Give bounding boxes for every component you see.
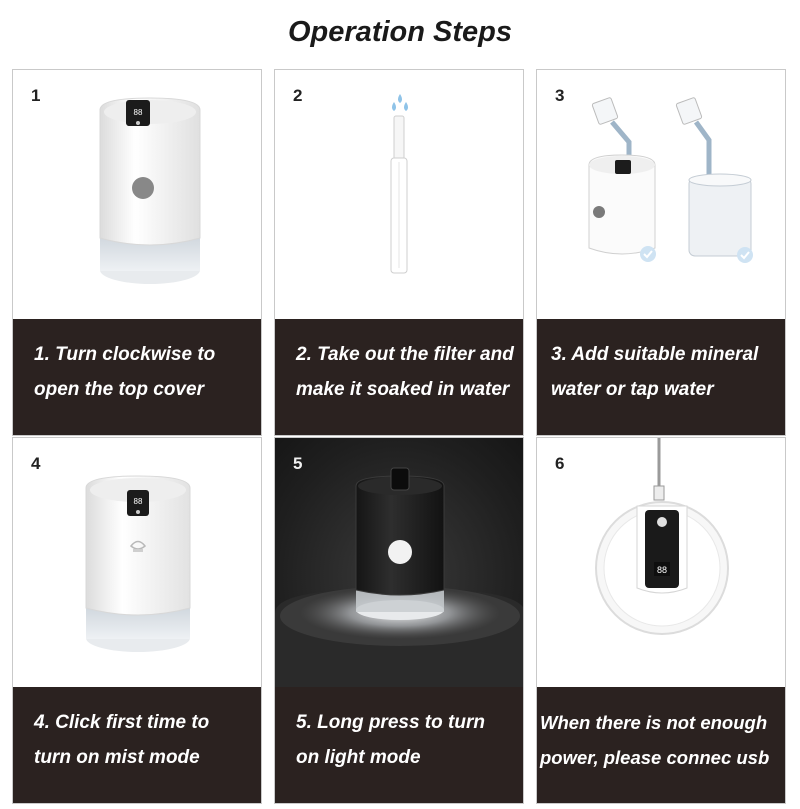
step-number: 5 (293, 454, 303, 473)
step-3-caption: 3. Add suitable mineral water or tap wat… (537, 319, 785, 435)
caption-line-1: 4. Click first time to (34, 712, 210, 733)
caption-line-2: on light mode (296, 747, 421, 768)
step-6-image: 88 (537, 438, 785, 687)
svg-text:88: 88 (657, 565, 667, 575)
step-6-caption: When there is not enough power, please c… (537, 687, 785, 803)
caption-line-2: open the top cover (34, 379, 204, 400)
step-card-5: 5 5. Long press to turn on light mode (274, 437, 524, 804)
caption-line-1: 2. Take out the filter and (296, 344, 514, 365)
svg-text:88: 88 (134, 497, 143, 506)
caption-line-1: 5. Long press to turn (296, 712, 485, 733)
step-1-caption: 1. Turn clockwise to open the top cover (13, 319, 261, 435)
caption-line-2: make it soaked in water (296, 379, 510, 400)
step-2-image (275, 70, 523, 319)
step-card-3: 3 3. Add suitable mineral water or tap w… (536, 69, 786, 436)
step-4-caption: 4. Click first time to turn on mist mode (13, 687, 261, 803)
step-card-2: 2 2. Take out the filter and make it soa… (274, 69, 524, 436)
step-number: 2 (293, 86, 303, 105)
step-number: 4 (31, 454, 41, 473)
caption-line-2: power, please connec usb (540, 747, 770, 768)
step-card-6: 88 6 When there is not enough power, ple… (536, 437, 786, 804)
step-5-caption: 5. Long press to turn on light mode (275, 687, 523, 803)
svg-text:88: 88 (134, 108, 143, 117)
caption-line-1: 1. Turn clockwise to (34, 344, 216, 365)
caption-line-2: turn on mist mode (34, 747, 200, 768)
step-card-4: 88 4 4. Click first time to turn on mist… (12, 437, 262, 804)
step-number: 1 (31, 86, 41, 105)
step-card-1: 88 1 1. Turn clockwise to open the top c… (12, 69, 262, 436)
step-5-image (275, 438, 523, 687)
step-2-caption: 2. Take out the filter and make it soake… (275, 319, 523, 435)
step-4-image: 88 (13, 438, 261, 687)
page-title: Operation Steps (288, 16, 512, 48)
step-number: 3 (555, 86, 565, 105)
caption-line-2: water or tap water (551, 379, 714, 400)
step-3-image (537, 70, 785, 319)
step-number: 6 (555, 454, 565, 473)
caption-line-1: When there is not enough (540, 712, 768, 733)
step-1-image: 88 (13, 70, 261, 319)
caption-line-1: 3. Add suitable mineral (551, 344, 759, 365)
